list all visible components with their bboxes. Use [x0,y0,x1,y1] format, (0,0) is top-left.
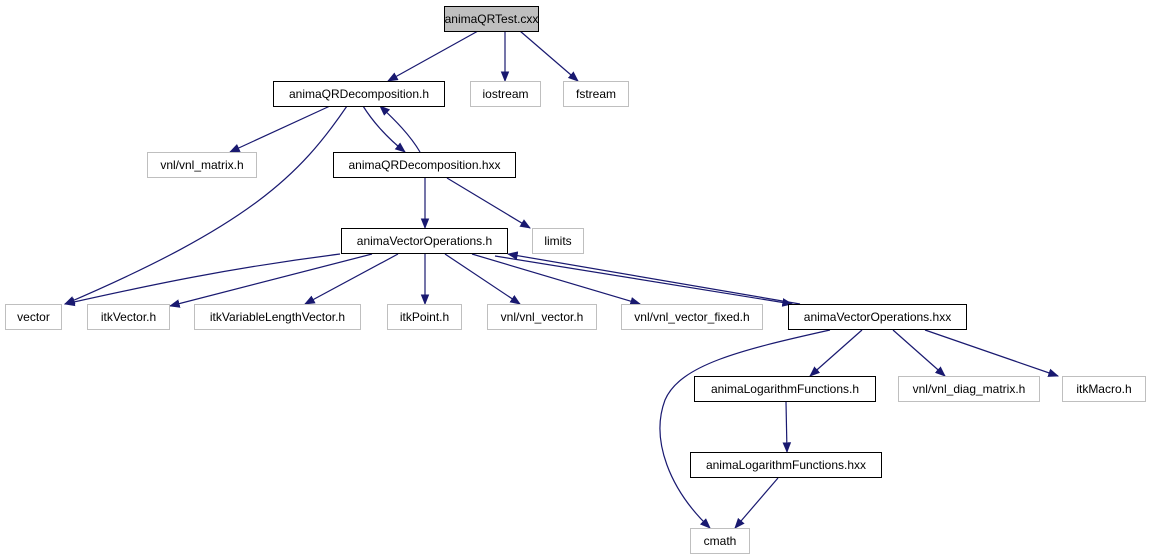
edge-vecops_hxx-to-cmath [659,329,831,529]
edge-qrdec_hxx-to-limits [446,177,531,229]
node-label: itkPoint.h [399,310,450,324]
node-label: animaVectorOperations.hxx [803,310,952,324]
edge-qrdec_h-to-qrdec_hxx [362,105,406,153]
node-vnl_vector[interactable]: vnl/vnl_vector.h [487,304,597,330]
node-label: iostream [482,87,529,101]
node-label: animaQRDecomposition.hxx [348,158,501,172]
edge-vecops_hxx-to-logf_h [809,329,863,377]
node-label: animaQRTest.cxx [444,12,539,26]
node-label: itkVector.h [100,310,157,324]
edge-vecops_hxx-to-vnl_diag [892,329,946,377]
edge-logf_hxx-to-cmath [734,477,779,529]
edge-vecops_h-to-vnl_vector_fixed [471,253,642,306]
node-label: fstream [575,87,616,101]
node-label: vector [17,310,50,324]
node-itkVLV[interactable]: itkVariableLengthVector.h [194,304,361,330]
edge-qrdec_h-to-vnl_matrix [229,105,331,153]
node-limits[interactable]: limits [532,228,584,254]
node-label: itkMacro.h [1076,382,1132,396]
node-label: vnl/vnl_vector_fixed.h [634,310,750,324]
node-vnl_matrix[interactable]: vnl/vnl_matrix.h [147,152,257,178]
node-vecops_hxx[interactable]: animaVectorOperations.hxx [788,304,967,330]
edge-vecops_h-to-vecops_hxx [494,255,794,307]
node-label: animaLogarithmFunctions.h [710,382,860,396]
node-itkPoint[interactable]: itkPoint.h [387,304,462,330]
node-label: itkVariableLengthVector.h [209,310,346,324]
node-vnl_vector_fixed[interactable]: vnl/vnl_vector_fixed.h [621,304,763,330]
node-label: cmath [703,534,737,548]
node-qrtest[interactable]: animaQRTest.cxx [444,6,539,32]
node-iostream[interactable]: iostream [470,81,541,107]
node-vnl_diag[interactable]: vnl/vnl_diag_matrix.h [898,376,1040,402]
node-label: limits [544,234,572,248]
node-fstream[interactable]: fstream [563,81,629,107]
node-label: animaLogarithmFunctions.hxx [705,458,867,472]
edge-logf_h-to-logf_hxx [782,401,792,454]
edge-qrtest-to-qrdec_h [387,30,479,82]
node-itkVector[interactable]: itkVector.h [87,304,170,330]
node-label: vnl/vnl_diag_matrix.h [912,382,1026,396]
node-qrdec_h[interactable]: animaQRDecomposition.h [273,81,445,107]
node-qrdec_hxx[interactable]: animaQRDecomposition.hxx [333,152,516,178]
edge-vecops_h-to-vector [63,253,341,307]
node-cmath[interactable]: cmath [690,528,750,554]
node-itkMacro[interactable]: itkMacro.h [1062,376,1146,402]
edge-vecops_h-to-itkVLV [304,253,399,305]
edge-vecops_h-to-itkVector [168,253,373,308]
node-vector[interactable]: vector [5,304,62,330]
node-label: vnl/vnl_vector.h [500,310,584,324]
node-label: animaVectorOperations.h [356,234,493,248]
node-label: vnl/vnl_matrix.h [160,158,244,172]
edge-vecops_h-to-vnl_vector [444,253,521,305]
edge-qrdec_h-to-vector [64,105,348,305]
node-label: animaQRDecomposition.h [288,87,430,101]
edge-qrtest-to-fstream [519,30,579,82]
node-vecops_h[interactable]: animaVectorOperations.h [341,228,508,254]
edge-qrdec_hxx-to-qrdec_h [379,105,421,153]
edge-vecops_hxx-to-itkMacro [924,329,1060,377]
edge-vecops_hxx-to-vecops_h [506,251,801,305]
node-logf_hxx[interactable]: animaLogarithmFunctions.hxx [690,452,882,478]
node-logf_h[interactable]: animaLogarithmFunctions.h [694,376,876,402]
